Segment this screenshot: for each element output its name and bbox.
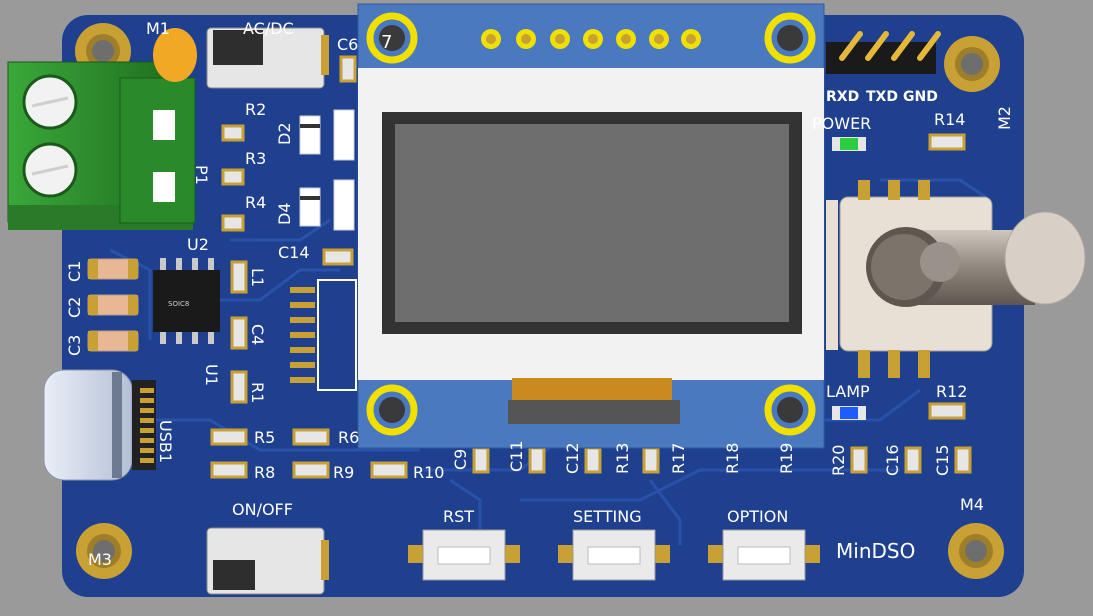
label-p1: P1 bbox=[192, 165, 211, 185]
label-c9: C9 bbox=[451, 449, 470, 470]
diode-d4-body bbox=[299, 187, 321, 227]
label-txd: TXD bbox=[866, 89, 898, 105]
oled-display-module bbox=[357, 3, 825, 449]
diode-d1-body bbox=[333, 109, 355, 161]
label-on-off: ON/OFF bbox=[232, 500, 293, 519]
label-c2: C2 bbox=[65, 297, 84, 318]
label-soic8: SOIC8 bbox=[168, 300, 189, 308]
button-setting[interactable] bbox=[558, 529, 670, 581]
label-r12: R12 bbox=[936, 382, 967, 401]
label-gnd: GND bbox=[903, 89, 938, 105]
label-c11: C11 bbox=[507, 440, 526, 472]
label-c14: C14 bbox=[278, 243, 310, 262]
label-m1: M1 bbox=[146, 19, 170, 38]
label-m2: M2 bbox=[995, 106, 1014, 130]
label-u2: U2 bbox=[187, 235, 209, 254]
diode-d2-body bbox=[299, 115, 321, 155]
label-r20: R20 bbox=[829, 445, 848, 476]
mount-hole-m4 bbox=[948, 523, 1004, 579]
label-acdc: AC/DC bbox=[243, 19, 294, 38]
label-r17: R17 bbox=[669, 443, 688, 474]
rotary-encoder[interactable] bbox=[826, 180, 1086, 378]
chip-u2 bbox=[153, 258, 220, 344]
label-r14: R14 bbox=[934, 110, 965, 129]
label-r19: R19 bbox=[777, 443, 796, 474]
switch-power[interactable] bbox=[206, 527, 329, 595]
power-led bbox=[840, 138, 858, 150]
chip-u3 bbox=[290, 279, 357, 391]
label-c12: C12 bbox=[563, 442, 582, 474]
label-c1: C1 bbox=[65, 261, 84, 282]
button-rst[interactable] bbox=[408, 529, 520, 581]
label-c4: C4 bbox=[248, 324, 267, 345]
switch-acdc[interactable] bbox=[206, 27, 329, 89]
label-rst: RST bbox=[443, 507, 474, 526]
label-rxd: RXD bbox=[826, 89, 859, 105]
mount-hole-m2 bbox=[944, 36, 1000, 92]
label-r4: R4 bbox=[245, 193, 266, 212]
pin-header bbox=[826, 31, 941, 74]
capacitor-c1-body bbox=[87, 258, 139, 280]
label-d2: D2 bbox=[275, 123, 294, 146]
label-lamp: LAMP bbox=[826, 382, 870, 401]
label-r13: R13 bbox=[613, 443, 632, 474]
diode-d3-body bbox=[333, 179, 355, 231]
label-oled-pin: 7 bbox=[381, 32, 392, 53]
label-r1: R1 bbox=[248, 382, 267, 403]
label-power-led: POWER bbox=[812, 114, 871, 133]
lamp-led bbox=[840, 407, 858, 419]
label-c6: C6 bbox=[337, 35, 358, 54]
label-r6: R6 bbox=[338, 428, 359, 447]
label-setting: SETTING bbox=[573, 507, 642, 526]
label-c3: C3 bbox=[65, 335, 84, 356]
mount-hole-m3 bbox=[76, 523, 132, 579]
capacitor-m1-body bbox=[153, 28, 197, 82]
capacitor-c2-body bbox=[87, 294, 139, 316]
usb-c-connector bbox=[43, 369, 156, 481]
label-r5: R5 bbox=[254, 428, 275, 447]
label-m3: M3 bbox=[88, 550, 112, 569]
button-option[interactable] bbox=[708, 529, 820, 581]
label-d4: D4 bbox=[275, 203, 294, 226]
oled-screen bbox=[395, 124, 789, 322]
smd-parts bbox=[210, 55, 972, 479]
label-usb1: USB1 bbox=[156, 420, 175, 463]
label-option: OPTION bbox=[727, 507, 788, 526]
terminal-block-p1 bbox=[7, 61, 196, 230]
label-l1: L1 bbox=[248, 268, 267, 287]
label-r10: R10 bbox=[413, 463, 444, 482]
label-r2: R2 bbox=[245, 100, 266, 119]
label-u1: U1 bbox=[202, 364, 221, 386]
label-r18: R18 bbox=[723, 443, 742, 474]
label-m4: M4 bbox=[960, 495, 984, 514]
label-r8: R8 bbox=[254, 463, 275, 482]
label-c16: C16 bbox=[883, 444, 902, 476]
capacitor-c3-body bbox=[87, 330, 139, 352]
label-c15: C15 bbox=[933, 444, 952, 476]
label-board-name: MinDSO bbox=[836, 539, 915, 563]
label-r9: R9 bbox=[333, 463, 354, 482]
label-r3: R3 bbox=[245, 149, 266, 168]
